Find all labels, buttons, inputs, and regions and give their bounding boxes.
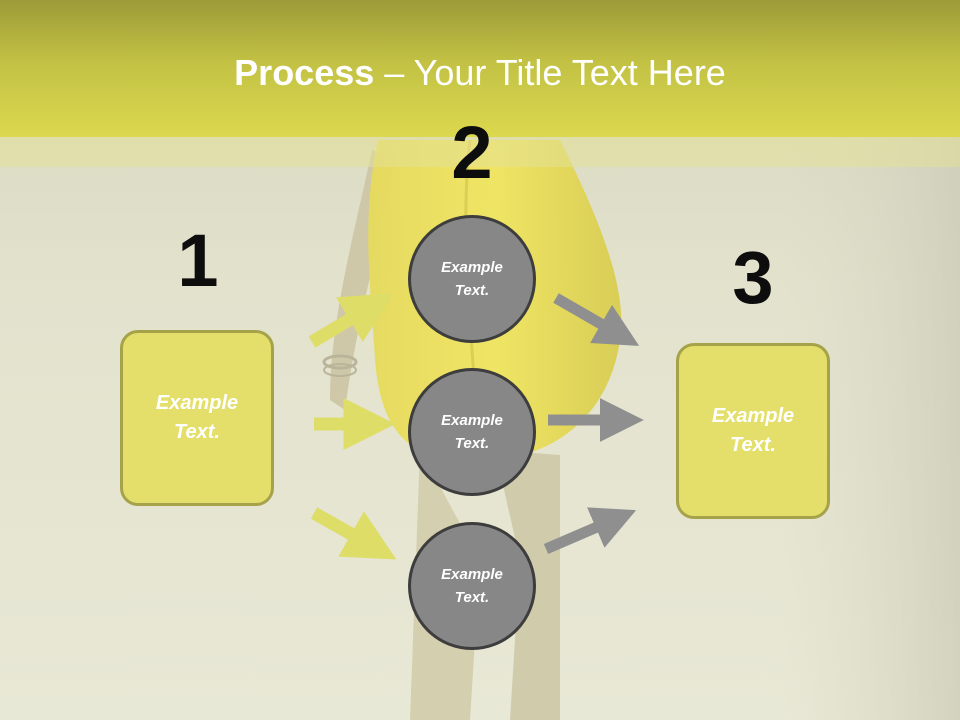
step-1-box: Example Text. xyxy=(120,330,274,506)
title-bold: Process xyxy=(234,52,375,93)
step-2-circle-middle: Example Text. xyxy=(408,368,536,496)
step-3-text: Example Text. xyxy=(711,405,795,456)
step-2-text-bottom: Example Text. xyxy=(441,566,503,606)
step-number-2: 2 xyxy=(451,111,493,194)
step-number-1: 1 xyxy=(177,219,219,302)
arrow-yellow-up xyxy=(308,293,395,348)
step-3-box: Example Text. xyxy=(676,343,830,519)
title-rest: – Your Title Text Here xyxy=(374,52,726,93)
arrow-gray-down xyxy=(553,293,640,346)
header-band xyxy=(0,137,960,167)
slide-title: Process – Your Title Text Here xyxy=(0,52,960,94)
step-2-circle-bottom: Example Text. xyxy=(408,522,536,650)
step-2-text-middle: Example Text. xyxy=(441,412,503,452)
step-1-text: Example Text. xyxy=(155,392,239,443)
step-2-circle-top: Example Text. xyxy=(408,215,536,343)
step-number-3: 3 xyxy=(732,236,774,319)
arrow-yellow-down xyxy=(310,507,397,560)
header-bar xyxy=(0,0,960,137)
step-2-text-top: Example Text. xyxy=(441,259,503,299)
arrow-gray-up xyxy=(543,507,637,555)
